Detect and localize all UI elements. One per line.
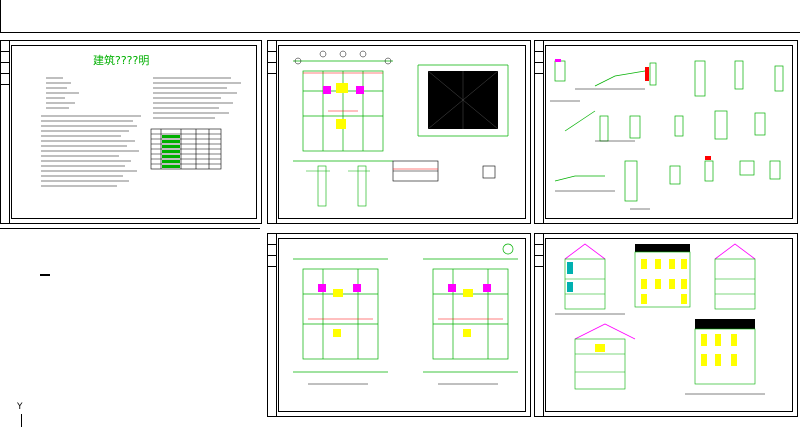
sheet-design-notes[interactable]: 建筑????明 bbox=[0, 40, 262, 224]
plan-drawings bbox=[293, 50, 509, 207]
detail-drawings bbox=[550, 59, 784, 210]
sheet-elevations-sections[interactable] bbox=[534, 233, 798, 417]
plan-drawings-2 bbox=[293, 243, 518, 385]
sheet-inner-frame bbox=[278, 238, 526, 412]
small-text-mark bbox=[40, 274, 50, 276]
sheet-inner-frame bbox=[545, 45, 793, 219]
sheet-floor-plans-1[interactable] bbox=[267, 40, 531, 224]
canvas-top-border bbox=[0, 0, 800, 33]
sheet-floor-plans-2[interactable] bbox=[267, 233, 531, 417]
title-block-strip bbox=[535, 41, 544, 223]
sheet-inner-frame bbox=[11, 45, 257, 219]
title-block-strip bbox=[268, 234, 277, 416]
sheet-title: 建筑????明 bbox=[93, 54, 150, 67]
sheet-construction-details[interactable] bbox=[534, 40, 798, 224]
title-block-strip bbox=[1, 41, 10, 223]
title-block-strip bbox=[535, 234, 544, 416]
title-block-strip bbox=[268, 41, 277, 223]
notes-text-lines bbox=[41, 77, 241, 187]
model-space-area[interactable] bbox=[0, 228, 260, 427]
axis-y-label: Y bbox=[17, 402, 23, 412]
elevation-drawings bbox=[555, 243, 765, 395]
ucs-axis-icon: Y bbox=[14, 402, 28, 427]
north-arrow-icon bbox=[502, 243, 514, 255]
